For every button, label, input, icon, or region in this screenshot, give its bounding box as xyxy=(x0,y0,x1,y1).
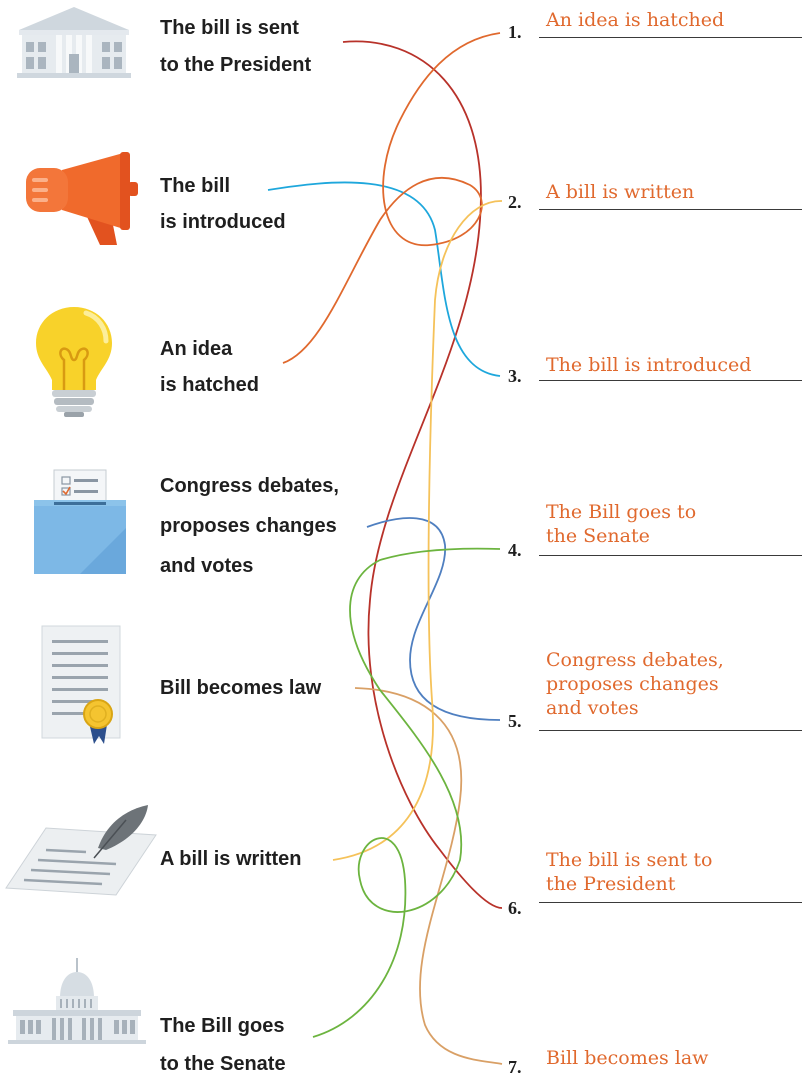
answer-line: Congress debates, xyxy=(546,649,724,671)
label-line: A bill is written xyxy=(160,848,302,870)
answer-2: A bill is written xyxy=(546,180,694,204)
answer-blank-1[interactable] xyxy=(539,37,802,38)
step-number-2: 2. xyxy=(508,192,522,212)
connector-president-to-6 xyxy=(342,40,503,909)
answer-1: An idea is hatched xyxy=(546,8,724,32)
label-line: An idea xyxy=(160,338,233,360)
step-number-6: 6. xyxy=(508,898,522,918)
label-line: The bill is sent xyxy=(160,17,299,39)
answer-6: The bill is sent to the President xyxy=(546,848,712,896)
connector-debates-to-5 xyxy=(366,517,501,721)
label-line: The Bill goes xyxy=(160,1015,285,1037)
label-line: is introduced xyxy=(160,211,286,233)
connector-introduced-to-3 xyxy=(267,181,501,377)
answer-blank-4[interactable] xyxy=(539,555,802,556)
step-number-4: 4. xyxy=(508,540,522,560)
connector-written-to-2 xyxy=(332,200,503,861)
answer-7: Bill becomes law xyxy=(546,1046,708,1070)
step-number-7: 7. xyxy=(508,1057,522,1077)
label-line: proposes changes xyxy=(160,515,337,537)
connector-senate-to-4 xyxy=(312,547,501,1038)
step-number-3: 3. xyxy=(508,366,522,386)
label-law: Bill becomes law xyxy=(160,672,321,704)
answer-blank-5[interactable] xyxy=(539,730,802,731)
connector-law-to-7 xyxy=(354,687,503,1065)
label-line: The bill xyxy=(160,175,230,197)
answer-line: The bill is introduced xyxy=(546,354,752,376)
answer-4: The Bill goes to the Senate xyxy=(546,500,696,548)
label-line: Bill becomes law xyxy=(160,677,322,699)
label-written: A bill is written xyxy=(160,843,302,875)
label-president: The bill is sent to the President xyxy=(160,12,311,81)
answer-5: Congress debates, proposes changes and v… xyxy=(546,648,724,720)
answer-line: and votes xyxy=(546,697,639,719)
answer-blank-6[interactable] xyxy=(539,902,802,903)
label-line: is hatched xyxy=(160,374,259,396)
answer-3: The bill is introduced xyxy=(546,353,751,377)
connector-idea-to-1 xyxy=(282,32,501,364)
answer-line: the President xyxy=(546,873,676,895)
label-idea: An idea is hatched xyxy=(160,333,259,401)
answer-line: A bill is written xyxy=(546,181,695,203)
label-line: Congress debates, xyxy=(160,475,339,497)
step-number-1: 1. xyxy=(508,22,522,42)
label-debates: Congress debates, proposes changes and v… xyxy=(160,470,339,582)
step-number-5: 5. xyxy=(508,711,522,731)
label-line: and votes xyxy=(160,555,254,577)
answer-line: Bill becomes law xyxy=(546,1047,709,1069)
answer-line: The Bill goes to xyxy=(546,501,697,523)
answer-line: the Senate xyxy=(546,525,650,547)
answer-blank-2[interactable] xyxy=(539,209,802,210)
answer-line: The bill is sent to xyxy=(546,849,713,871)
label-line: to the President xyxy=(160,54,312,76)
label-line: to the Senate xyxy=(160,1053,286,1075)
answer-line: An idea is hatched xyxy=(546,9,725,31)
answer-blank-3[interactable] xyxy=(539,380,802,381)
label-introduced: The bill is introduced xyxy=(160,170,286,238)
label-senate: The Bill goes to the Senate xyxy=(160,1010,286,1077)
answer-line: proposes changes xyxy=(546,673,719,695)
